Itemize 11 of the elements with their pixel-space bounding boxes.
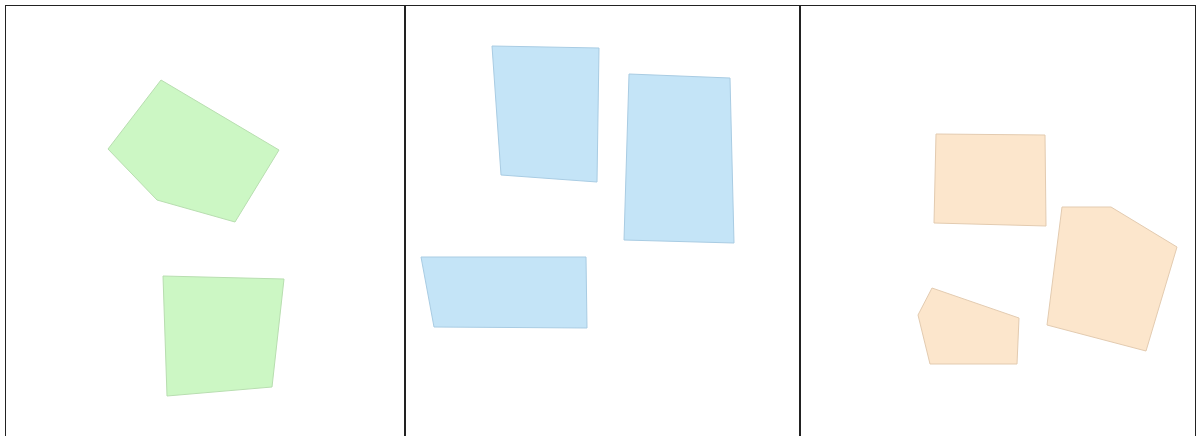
panel-frame <box>5 5 406 436</box>
polygon-shape <box>107 79 279 222</box>
polygon-shape <box>623 73 734 243</box>
polygon-shape <box>420 256 587 328</box>
polygon-shape <box>491 45 599 182</box>
polygon-shape <box>1046 206 1177 351</box>
panel-frame <box>404 5 801 436</box>
polygon-shape <box>162 275 284 396</box>
polygon-shape <box>917 287 1019 364</box>
panel-frame <box>799 5 1196 436</box>
polygon-shape <box>933 133 1046 226</box>
